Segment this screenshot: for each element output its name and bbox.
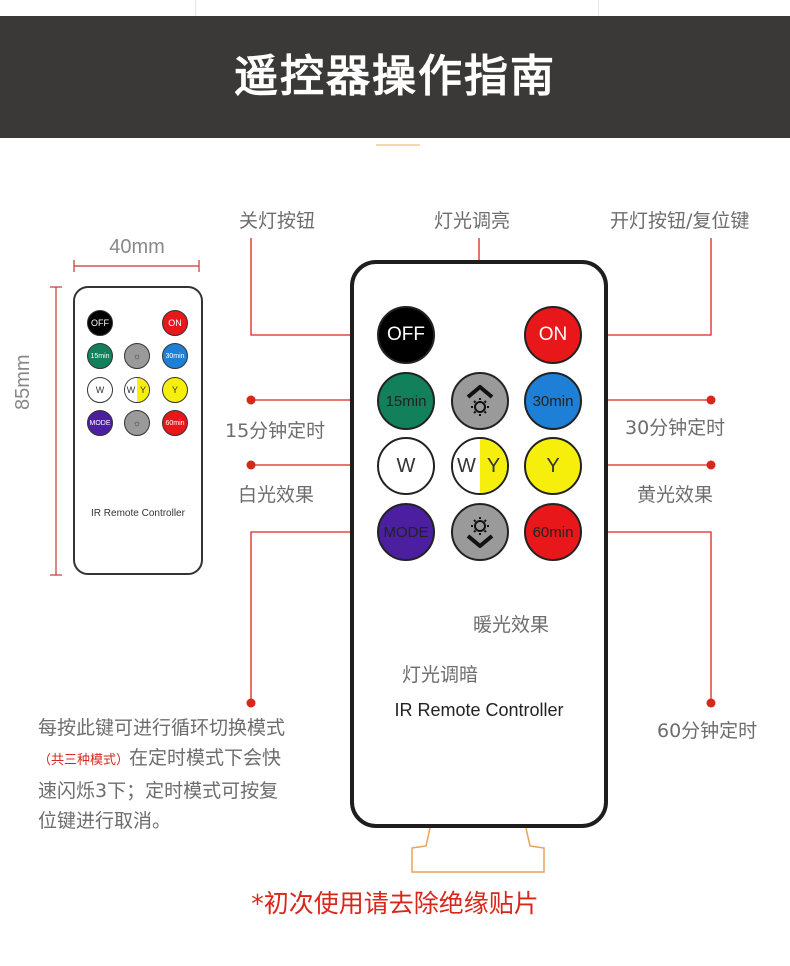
top-divider-right	[598, 0, 599, 16]
yellow-light-button[interactable]: Y	[524, 437, 582, 495]
mode-button[interactable]: MODE	[377, 503, 435, 561]
note-line-2: （共三种模式）在定时模式下会快	[38, 743, 338, 776]
note-line-2-rest: 在定时模式下会快	[129, 747, 282, 769]
warm-y-label: Y	[486, 454, 501, 477]
top-divider-left	[195, 0, 196, 16]
small-60min-button: 60min	[162, 410, 188, 436]
timer-60min-button[interactable]: 60min	[524, 503, 582, 561]
on-button[interactable]: ON	[524, 306, 582, 364]
warm-w-label: W	[457, 454, 476, 477]
mode-note: 每按此键可进行循环切换模式 （共三种模式）在定时模式下会快 速闪烁3下；定时模式…	[38, 713, 338, 836]
footer-warning: *初次使用请去除绝缘贴片	[251, 889, 539, 918]
note-line-3: 速闪烁3下；定时模式可按复	[38, 780, 279, 802]
note-line-1: 每按此键可进行循环切换模式	[38, 717, 286, 739]
small-brightness-up-icon: ☼	[124, 343, 150, 369]
small-remote-caption: IR Remote Controller	[91, 508, 185, 519]
label-15min: 15分钟定时	[225, 420, 326, 442]
brightness-up-button[interactable]	[451, 372, 509, 430]
label-30min: 30分钟定时	[625, 417, 726, 439]
small-brightness-down-icon: ☼	[124, 410, 150, 436]
brightness-down-icon	[466, 517, 494, 548]
small-w-button: W	[87, 377, 113, 403]
off-button[interactable]: OFF	[377, 306, 435, 364]
small-y-button: Y	[162, 377, 188, 403]
title-underline	[376, 144, 420, 146]
label-white: 白光效果	[238, 484, 315, 506]
label-60min: 60分钟定时	[657, 720, 758, 742]
width-dimension: 40mm	[109, 236, 165, 258]
timer-15min-button[interactable]: 15min	[377, 372, 435, 430]
small-mode-button: MODE	[87, 410, 113, 436]
label-on: 开灯按钮/复位键	[610, 210, 750, 232]
label-yellow: 黄光效果	[637, 484, 714, 506]
brightness-up-icon	[466, 385, 494, 416]
note-red-text: （共三种模式）	[38, 753, 130, 768]
header-banner	[0, 16, 790, 138]
small-wy-y: Y	[139, 385, 146, 395]
brightness-down-button[interactable]	[451, 503, 509, 561]
label-brighten: 灯光调亮	[434, 210, 511, 232]
small-off-button: OFF	[87, 310, 113, 336]
note-line-4: 位键进行取消。	[38, 810, 172, 832]
height-dimension: 85mm	[12, 354, 34, 410]
label-warm: 暖光效果	[473, 614, 550, 636]
white-light-button[interactable]: W	[377, 437, 435, 495]
small-30min-button: 30min	[162, 343, 188, 369]
small-wy-w: W	[126, 385, 136, 395]
timer-30min-button[interactable]: 30min	[524, 372, 582, 430]
label-off: 关灯按钮	[239, 210, 316, 232]
page-title: 遥控器操作指南	[234, 51, 556, 102]
small-15min-button: 15min	[87, 343, 113, 369]
small-on-button: ON	[162, 310, 188, 336]
remote-caption: IR Remote Controller	[394, 700, 564, 720]
label-dim: 灯光调暗	[402, 664, 479, 686]
